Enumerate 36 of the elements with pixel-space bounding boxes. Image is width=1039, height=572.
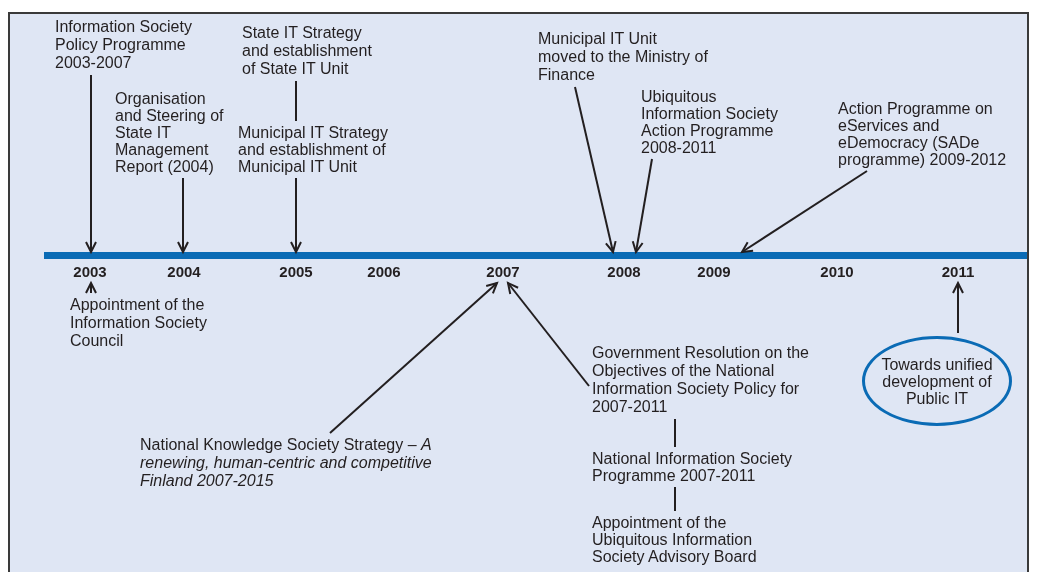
arrow [631,158,653,253]
connector-line [295,80,297,122]
arrow [85,282,97,294]
arrow [329,282,498,434]
year-label: 2008 [594,252,654,280]
year-label: 2006 [354,252,414,280]
event-text: Ubiquitous Information Society Action Programme 2008-2011 [641,88,791,156]
event-text: National Knowledge Society Strategy – A renewing, human-centric and competitive Finland 2007-2015 [140,436,460,490]
arrow [177,177,189,253]
arrow [507,282,590,387]
arrow [574,86,617,253]
arrow [741,170,868,253]
goal-text: Towards unified development of Public IT [880,355,994,407]
year-label: 2011 [928,252,988,280]
event-text: Action Programme on eServices and eDemocracy (SADe programme) 2009-2012 [838,100,1008,168]
connector-line [674,418,676,448]
event-text: Municipal IT Unit moved to the Ministry of Finance [538,30,708,84]
year-label: 2007 [473,252,533,280]
arrow [85,74,97,253]
year-label: 2009 [684,252,744,280]
goal-ellipse [862,336,1012,426]
year-label: 2003 [60,252,120,280]
event-text: Organisation and Steering of State IT Management Report (2004) [115,90,230,175]
connector-line [674,486,676,512]
arrow [290,177,302,253]
year-label: 2004 [154,252,214,280]
event-text: Government Resolution on the Objectives of the National Information Society Policy for 2007-2011 [592,344,820,416]
event-text: National Information Society Programme 2007-2011 [592,450,832,484]
event-text: Appointment of the Information Society Council [70,296,250,350]
event-text: Municipal IT Strategy and establishment of Municipal IT Unit [238,124,408,175]
event-text: State IT Strategy and establishment of State IT Unit [242,24,387,78]
arrow [952,282,964,334]
year-label: 2010 [807,252,867,280]
year-label: 2005 [266,252,326,280]
event-text: Information Society Policy Programme 2003-2007 [55,18,225,72]
event-text: Appointment of the Ubiquitous Information Society Advisory Board [592,514,792,565]
